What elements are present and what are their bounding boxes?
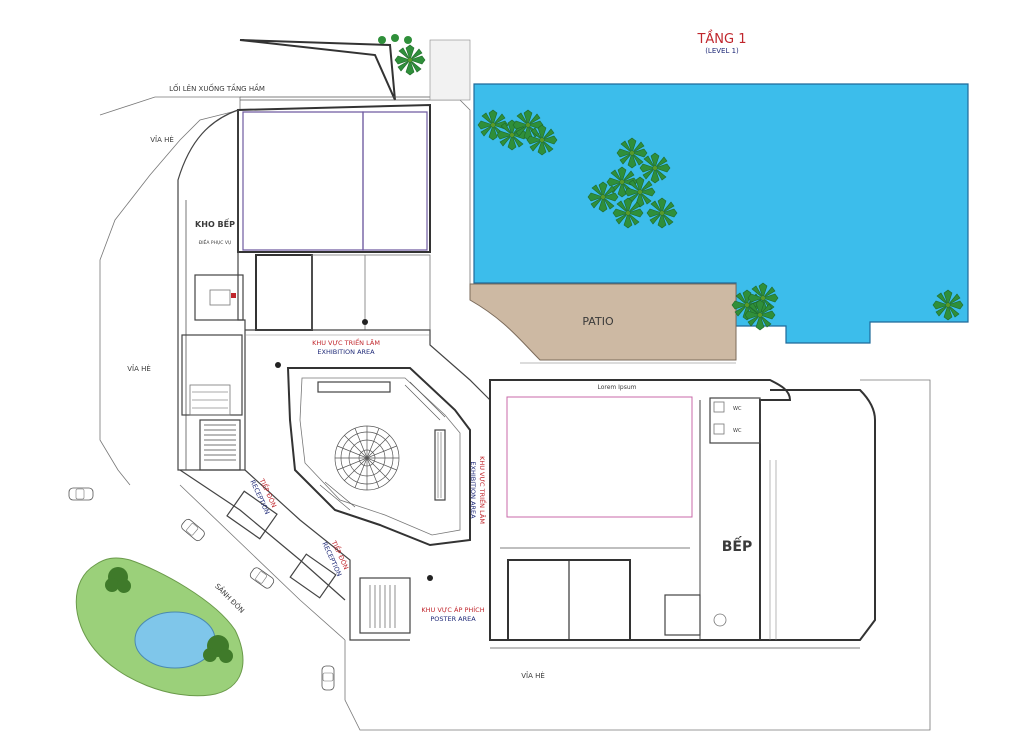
- kitchen-store-label: KHO BẾP: [195, 217, 235, 229]
- pool: [473, 83, 969, 344]
- wc-label: WC: [733, 428, 742, 434]
- car-icon: [321, 665, 335, 691]
- exhibition-area-1-en: EXHIBITION AREA: [317, 348, 375, 356]
- bush-icon: [203, 635, 233, 663]
- car-icon: [179, 517, 207, 543]
- exhibition-area-1-vi: KHU VỰC TRIỂN LÃM: [312, 337, 380, 347]
- palm-tree-icon: [394, 44, 426, 76]
- bush-icon: [105, 567, 131, 593]
- lobby-label: SẢNH ĐÓN: [213, 582, 246, 615]
- car-icon: [248, 565, 276, 591]
- poster-area-vi: KHU VỰC ÁP PHÍCH: [421, 605, 484, 614]
- poster-area-en: POSTER AREA: [430, 615, 476, 623]
- exhibition-area-2-en: EXHIBITION AREA: [469, 461, 477, 519]
- patio-label: PATIO: [582, 315, 614, 328]
- kitchen-label: BẾP: [722, 536, 753, 555]
- pond: [134, 611, 216, 669]
- exhibition-area-2-vi: KHU VỰC TRIỂN LÃM: [478, 456, 488, 524]
- rosette-icon: [334, 425, 400, 491]
- plan-subtitle: (LEVEL 1): [705, 47, 739, 55]
- ramp-label: LỐI LÊN XUỐNG TẦNG HẦM: [169, 83, 265, 93]
- car-icon: [68, 487, 94, 501]
- lorem-label: Lorem Ipsum: [597, 384, 636, 391]
- plan-title: TẦNG 1: [696, 30, 746, 47]
- wc-label: WC: [733, 406, 742, 412]
- sidewalk-label: VỈA HÈ: [127, 364, 151, 373]
- sidewalk-label: VỈA HÈ: [521, 671, 545, 680]
- sidewalk-label: VỈA HÈ: [150, 135, 174, 144]
- service-area-label: ĐIỀA PHỤC VỤ: [199, 238, 232, 246]
- patio: [469, 283, 737, 361]
